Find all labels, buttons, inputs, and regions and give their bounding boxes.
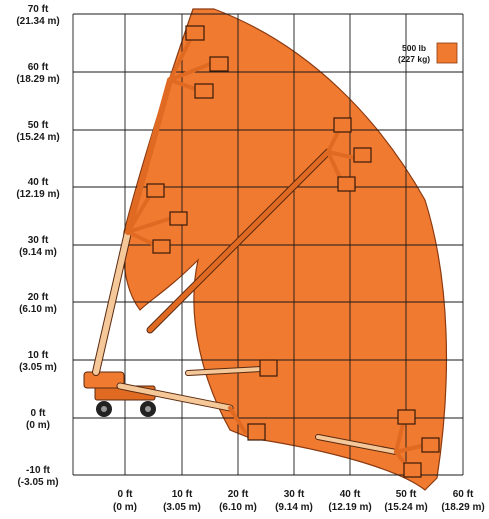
boom-vertical: [93, 229, 131, 375]
jib-far-b: [394, 443, 427, 454]
x-tick-m: (6.10 m): [219, 502, 257, 513]
platform: [194, 83, 214, 99]
jib-top-b: [168, 62, 212, 82]
platform: [185, 25, 205, 41]
jib-top-c: [168, 78, 200, 92]
y-tick-ft: 60 ft: [28, 62, 49, 73]
boom-horizontal: [186, 367, 264, 375]
legend-capacity-lb: 500 lb: [402, 43, 426, 53]
x-tick-ft: 40 ft: [340, 489, 361, 500]
y-tick-m: (15.24 m): [16, 132, 59, 143]
wheel-hub: [145, 406, 151, 412]
platforms: [146, 25, 440, 478]
jib-top: [168, 38, 192, 82]
x-tick-m: (3.05 m): [163, 502, 201, 513]
jib-mid-c: [126, 230, 157, 247]
x-axis-labels: 0 ft (0 m) 10 ft (3.05 m) 20 ft (6.10 m) 30 ft…: [113, 489, 485, 513]
y-tick-ft: 40 ft: [28, 177, 49, 188]
y-tick-ft: -10 ft: [26, 465, 51, 476]
y-tick-ft: 0 ft: [31, 408, 47, 419]
y-axis-labels: 70 ft(21.34 m) 60 ft(18.29 m) 50 ft(15.24 …: [16, 4, 59, 488]
platform: [209, 56, 229, 72]
y-tick-ft: 70 ft: [28, 4, 49, 15]
jib-right-b: [326, 150, 357, 160]
y-tick-m: (-3.05 m): [17, 477, 58, 488]
platform: [169, 211, 188, 226]
platform: [259, 359, 278, 377]
boom-vertical-upper: [125, 77, 173, 235]
legend-capacity-kg: (227 kg): [398, 54, 430, 64]
x-tick-ft: 20 ft: [228, 489, 249, 500]
y-tick-m: (18.29 m): [16, 74, 59, 85]
boom-positions: [92, 38, 427, 472]
y-tick-ft: 10 ft: [28, 350, 49, 361]
y-tick-ft: 20 ft: [28, 292, 49, 303]
legend: 500 lb (227 kg): [398, 42, 458, 64]
x-tick-m: (15.24 m): [384, 502, 427, 513]
platform: [146, 183, 165, 198]
y-tick-ft: 30 ft: [28, 235, 49, 246]
jib-mid-b: [126, 216, 174, 234]
platform: [353, 147, 372, 163]
x-tick-ft: 10 ft: [172, 489, 193, 500]
jib-low: [228, 406, 247, 434]
y-tick-m: (12.19 m): [16, 189, 59, 200]
x-tick-ft: 30 ft: [284, 489, 305, 500]
x-tick-ft: 0 ft: [118, 489, 134, 500]
y-tick-m: (21.34 m): [16, 16, 59, 27]
platform: [421, 437, 440, 453]
boom-far-low: [316, 435, 398, 454]
platform: [403, 462, 422, 478]
x-tick-ft: 60 ft: [453, 489, 474, 500]
legend-swatch: [436, 42, 458, 64]
platform: [152, 239, 171, 254]
jib-mid-a: [126, 193, 152, 234]
y-tick-ft: 50 ft: [28, 120, 49, 131]
x-tick-m: (9.14 m): [275, 502, 313, 513]
boom-low: [117, 383, 233, 411]
x-tick-m: (18.29 m): [441, 502, 484, 513]
platform: [337, 176, 356, 192]
y-tick-m: (0 m): [26, 420, 50, 431]
turntable: [83, 371, 125, 389]
y-tick-m: (3.05 m): [19, 362, 57, 373]
boom-diagonal: [147, 149, 331, 333]
x-tick-m: (0 m): [113, 502, 137, 513]
platform: [247, 423, 266, 441]
x-tick-ft: 50 ft: [396, 489, 417, 500]
platform: [397, 409, 416, 425]
y-tick-m: (9.14 m): [19, 247, 57, 258]
x-tick-m: (12.19 m): [328, 502, 371, 513]
y-tick-m: (6.10 m): [19, 304, 57, 315]
platform: [333, 117, 352, 133]
jib-far-a: [394, 418, 406, 454]
wheel-hub: [101, 406, 107, 412]
